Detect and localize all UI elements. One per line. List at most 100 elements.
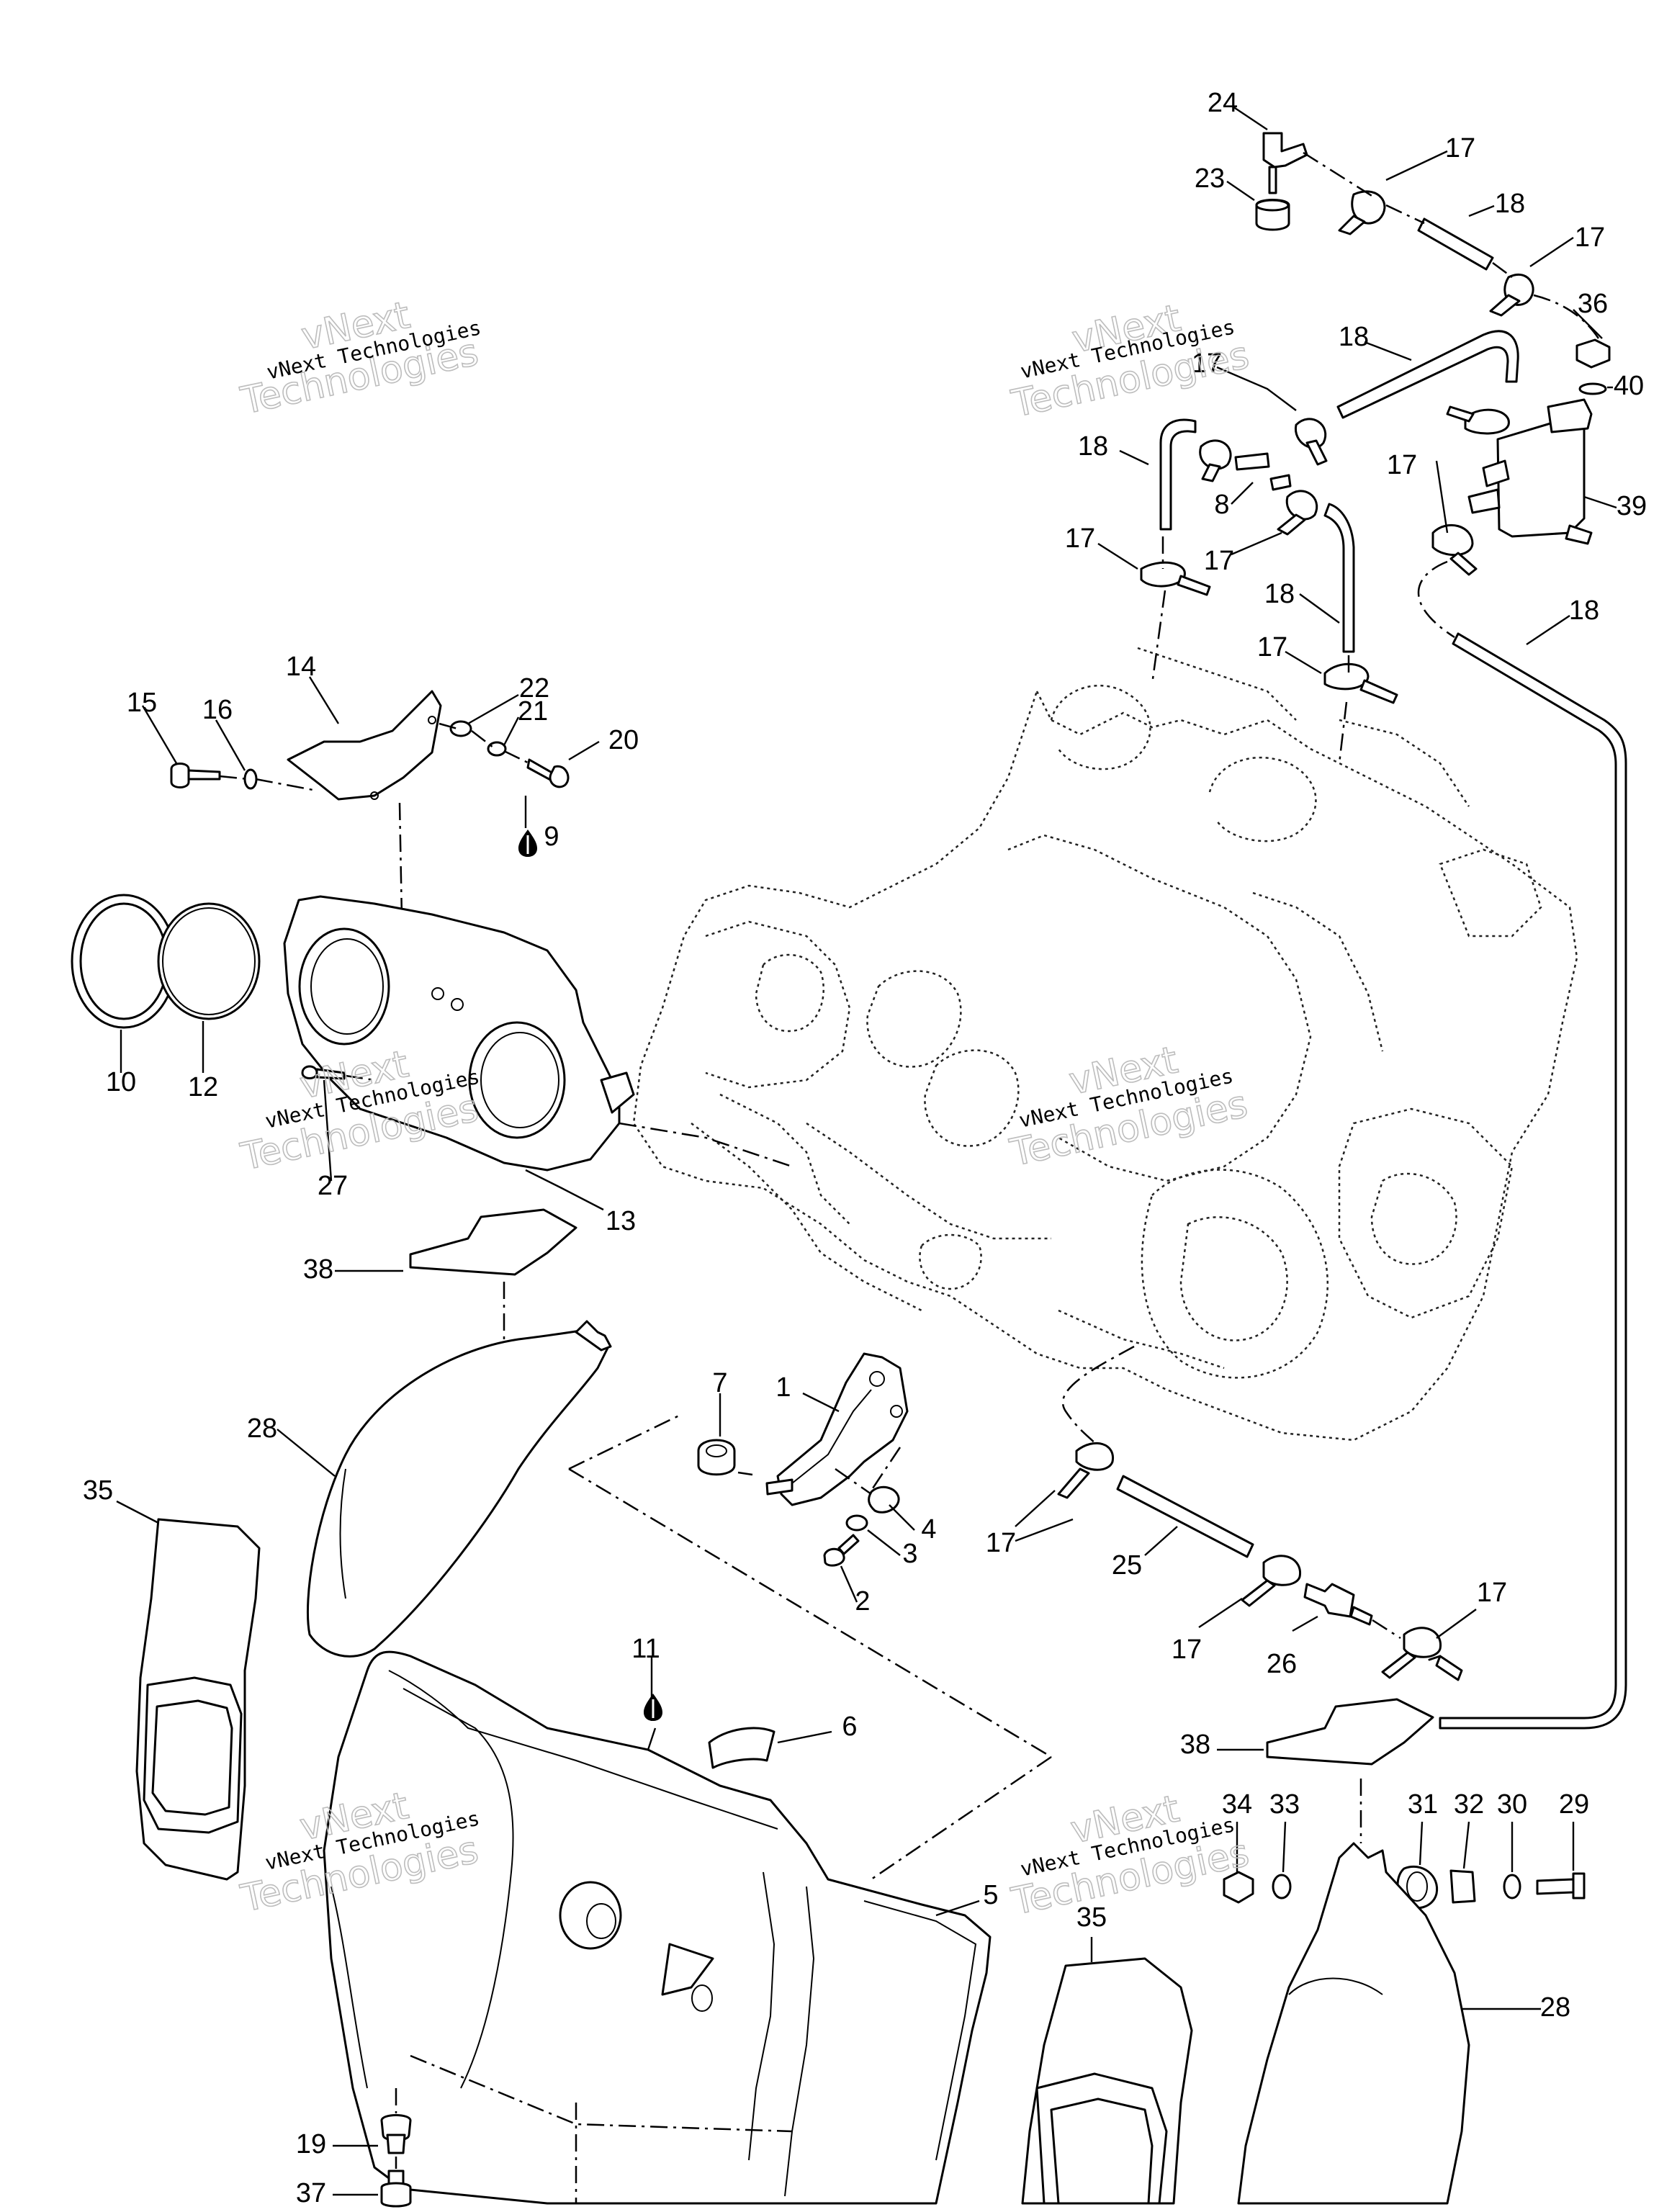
callout-25: 25 <box>1112 1550 1142 1581</box>
callout-18: 18 <box>1339 322 1369 352</box>
callout-17: 17 <box>1172 1635 1202 1665</box>
nut-34 <box>1223 1871 1254 1904</box>
callout-17: 17 <box>1387 450 1417 480</box>
callout-17: 17 <box>1257 632 1287 662</box>
callout-17: 17 <box>986 1528 1016 1558</box>
callout-1: 1 <box>775 1372 791 1403</box>
bracket-14 <box>287 690 442 801</box>
callout-13: 13 <box>606 1206 636 1236</box>
callout-24: 24 <box>1208 88 1238 118</box>
hose-18-long <box>1439 632 1627 1730</box>
clamp-17d <box>1295 418 1327 449</box>
callout-16: 16 <box>202 695 233 725</box>
watermark-top-right: vNext Technologies vNext Technologies <box>1007 296 1254 426</box>
callout-35: 35 <box>83 1475 113 1506</box>
clamp-17g <box>1323 662 1370 691</box>
callout-19: 19 <box>296 2129 326 2159</box>
bolt-29 <box>1536 1878 1575 1895</box>
callout-38: 38 <box>303 1254 333 1285</box>
washer-3 <box>845 1514 868 1532</box>
o-ring-12 <box>157 902 261 1020</box>
callout-18: 18 <box>1569 595 1599 626</box>
callout-18: 18 <box>1078 431 1108 462</box>
watermark-bottom-right: vNext Technologies vNext Technologies <box>1007 1786 1254 1924</box>
callout-20: 20 <box>608 725 639 755</box>
air-box-5 <box>323 1650 992 2205</box>
nut-4 <box>868 1485 900 1514</box>
washer-30 <box>1503 1874 1521 1899</box>
leader-lines <box>116 106 1617 2196</box>
callout-28: 28 <box>247 1413 277 1444</box>
air-box-port <box>559 1881 622 1950</box>
callout-37: 37 <box>296 2178 326 2208</box>
callout-30: 30 <box>1497 1789 1527 1820</box>
callout-17: 17 <box>1204 546 1234 576</box>
callout-38: 38 <box>1180 1730 1210 1760</box>
washer-22 <box>449 720 472 737</box>
callout-5: 5 <box>983 1880 998 1910</box>
callout-17: 17 <box>1575 222 1605 253</box>
spacer-32 <box>1449 1869 1476 1904</box>
callout-11: 11 <box>631 1634 660 1664</box>
loctite-drop-icon-11 <box>644 1694 662 1721</box>
air-box-assembly <box>323 1650 992 2208</box>
washer-40 <box>1578 382 1607 395</box>
callout-21: 21 <box>518 696 548 727</box>
callout-26: 26 <box>1267 1649 1297 1679</box>
callout-28: 28 <box>1540 1992 1570 2023</box>
washer-21 <box>487 741 507 757</box>
callout-12: 12 <box>188 1072 218 1102</box>
callout-18: 18 <box>1264 579 1295 609</box>
callout-17: 17 <box>1477 1578 1507 1608</box>
callout-40: 40 <box>1614 371 1644 401</box>
right-lower-parts <box>1021 1698 1586 2205</box>
callout-9: 9 <box>544 822 559 852</box>
watermark-mid-right: vNext Technologies vNext Technologies <box>1006 1038 1252 1176</box>
hose-18-center <box>1323 503 1355 653</box>
callout-29: 29 <box>1559 1789 1589 1820</box>
callout-32: 32 <box>1454 1789 1484 1820</box>
intake-cover-28b <box>1237 1842 1470 2205</box>
vent-hose-system <box>1140 132 1627 1730</box>
callout-6: 6 <box>842 1712 857 1742</box>
callout-labels: 24 23 17 18 17 36 40 18 17 18 8 17 39 17… <box>83 88 1647 2208</box>
callout-4: 4 <box>921 1514 936 1545</box>
callout-35: 35 <box>1076 1902 1107 1933</box>
elbow-fitting-24 <box>1262 132 1308 168</box>
clamp-17f <box>1140 561 1186 588</box>
clamp-17e <box>1285 490 1318 521</box>
callout-36: 36 <box>1578 289 1608 319</box>
fitting-stem-24 <box>1268 166 1277 194</box>
clip-6 <box>708 1727 775 1769</box>
hose-18-short <box>1417 217 1494 271</box>
callout-33: 33 <box>1269 1789 1300 1820</box>
throttle-body-assembly <box>71 690 793 1881</box>
clamp-17h <box>1464 408 1510 435</box>
watermark-top-left: vNext Technologies vNext Technologies <box>236 293 483 423</box>
gasket-38b <box>1266 1698 1434 1766</box>
hose-25 <box>1116 1475 1254 1558</box>
engine-phantom-outline <box>632 647 1578 1442</box>
clamp-17i <box>1431 523 1474 557</box>
gasket-38a <box>409 1208 577 1276</box>
screw-15 <box>170 763 190 788</box>
callout-34: 34 <box>1222 1789 1252 1820</box>
callout-10: 10 <box>106 1067 136 1097</box>
callout-31: 31 <box>1408 1789 1438 1820</box>
hose-18-upper <box>1336 330 1519 419</box>
solenoid-valve-39 <box>1496 416 1586 538</box>
fuel-line-assembly <box>1057 1345 1463 1681</box>
callout-14: 14 <box>286 652 316 682</box>
clamp-17a <box>1351 190 1386 225</box>
clamp-17j <box>1075 1442 1114 1471</box>
washer-33 <box>1272 1874 1292 1899</box>
intake-cover-28a <box>306 1327 610 1658</box>
callout-23: 23 <box>1195 163 1225 194</box>
callout-27: 27 <box>318 1171 348 1201</box>
callout-17: 17 <box>1445 133 1475 163</box>
fitting-8 <box>1234 452 1270 471</box>
callout-39: 39 <box>1617 491 1647 521</box>
callout-15: 15 <box>127 688 157 718</box>
nut-36 <box>1575 338 1611 369</box>
